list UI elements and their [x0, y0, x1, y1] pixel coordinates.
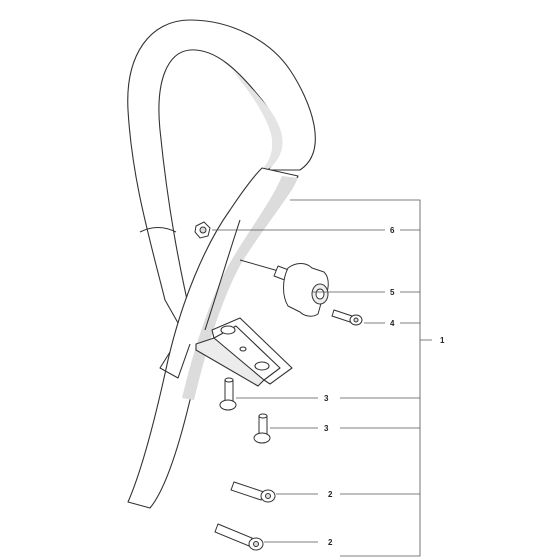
- mounting-plate: [195, 317, 293, 387]
- assembly-bracket-line: [290, 199, 432, 557]
- handle-tube-outer: [127, 19, 316, 331]
- callout-2-upper: 2: [328, 490, 333, 499]
- callout-1: 1: [440, 336, 445, 345]
- bolt-part-2-upper: [230, 481, 276, 503]
- front-handle: [127, 19, 316, 331]
- screw-part-4: [331, 309, 363, 326]
- plate-hole-top: [220, 325, 236, 335]
- adjuster-part-5: [239, 259, 329, 317]
- callout-2-lower: 2: [328, 538, 333, 547]
- bolt-part-3-lower: [253, 413, 271, 444]
- handle-band: [139, 226, 177, 233]
- bolt-part-3-upper: [219, 377, 237, 411]
- callout-6: 6: [390, 226, 395, 235]
- plate-face: [195, 337, 265, 387]
- callout-3-upper: 3: [324, 394, 329, 403]
- plate-hole-mid: [239, 346, 247, 352]
- bracket-rib: [159, 343, 191, 379]
- plate-hole-low: [254, 361, 270, 371]
- bolt-part-2-lower: [214, 523, 264, 551]
- callout-5: 5: [390, 288, 395, 297]
- handle-bracket: [127, 167, 299, 509]
- callout-4: 4: [390, 319, 395, 328]
- bracket-shade: [182, 176, 298, 400]
- leader-lines: [212, 199, 432, 557]
- handle-tube-shade: [232, 70, 283, 170]
- callout-3-lower: 3: [324, 424, 329, 433]
- nut-part-6: [194, 221, 211, 239]
- callout-labels: 6 5 4 1 3 3 2 2: [324, 226, 445, 547]
